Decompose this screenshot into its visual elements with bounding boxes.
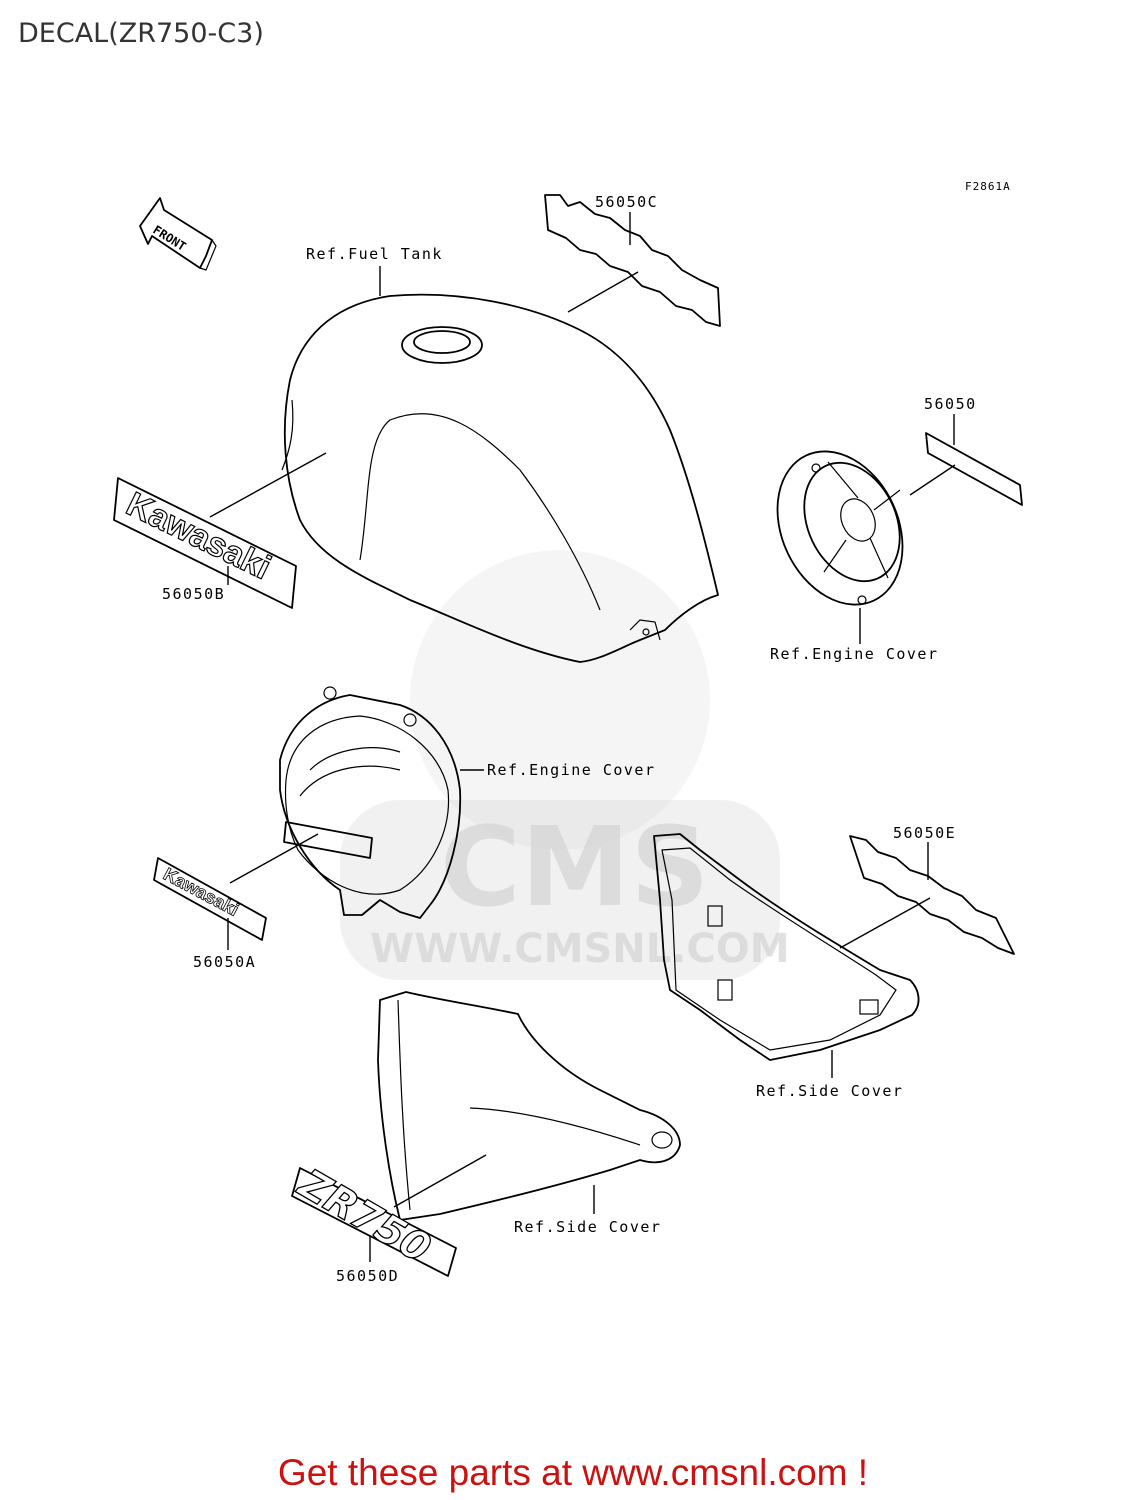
label-ref-engine-cover-lower: Ref.Engine Cover — [487, 761, 656, 779]
decal-kawasaki-small: Kawasaki — [160, 864, 242, 920]
decal-56050C — [544, 194, 721, 327]
leader-lines — [209, 212, 956, 1262]
label-ref-fuel-tank: Ref.Fuel Tank — [306, 245, 443, 263]
label-56050B: 56050B — [162, 585, 225, 603]
decal-56050A: Kawasaki — [153, 857, 267, 941]
label-56050D: 56050D — [336, 1267, 399, 1285]
label-56050C: 56050C — [595, 193, 658, 211]
label-56050A: 56050A — [193, 953, 256, 971]
front-arrow-icon: FRONT — [139, 197, 217, 271]
decal-kawasaki-large: Kawasaki — [120, 485, 276, 587]
label-56050E: 56050E — [893, 824, 956, 842]
watermark-url: WWW.CMSNL.COM — [370, 926, 790, 972]
decal-56050 — [925, 432, 1023, 506]
fuel-tank — [281, 293, 719, 663]
engine-cover-lower — [279, 686, 462, 919]
figure-code: F2861A — [965, 180, 1011, 193]
label-ref-engine-cover-upper: Ref.Engine Cover — [770, 645, 939, 663]
side-cover-right — [653, 833, 920, 1061]
footer-link[interactable]: Get these parts at www.cmsnl.com ! — [277, 1452, 869, 1493]
decal-zr750: ZR750 — [289, 1160, 438, 1272]
page-title: DECAL(ZR750-C3) — [18, 18, 264, 49]
decal-56050D: ZR750 — [289, 1159, 457, 1277]
label-ref-side-cover-right: Ref.Side Cover — [756, 1082, 903, 1100]
decal-56050E — [849, 835, 1015, 955]
label-56050: 56050 — [924, 395, 977, 413]
side-cover-left — [377, 991, 681, 1221]
watermark-brand: CMS — [440, 803, 709, 931]
label-ref-side-cover-left: Ref.Side Cover — [514, 1218, 661, 1236]
engine-cover-upper — [776, 450, 904, 606]
